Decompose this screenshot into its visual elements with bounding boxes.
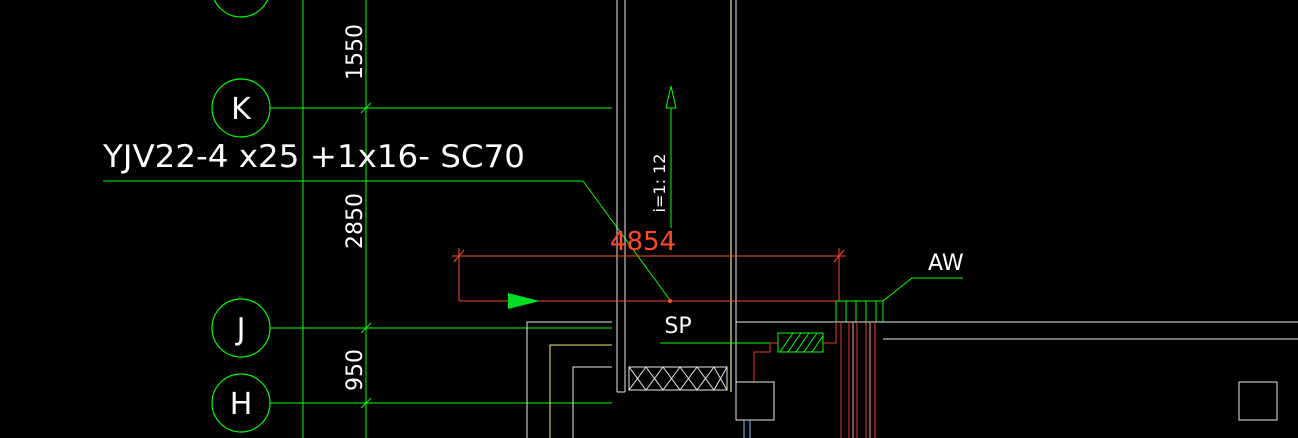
right-horizontal-lines [736,321,1298,340]
sump-label: SP [664,314,691,339]
cable-spec-label: YJV22-4 x25 +1x16- SC70 [102,139,525,175]
dimension-ticks [360,102,372,409]
dimension-1550: 1550 [343,24,368,80]
conduit-runs-left [526,321,612,438]
cross-hatch-block [628,366,728,391]
grid-bubble-j: J [211,298,612,358]
panel-label: AW [928,251,964,276]
slope-arrow [665,85,677,228]
flow-direction-arrow [508,293,540,309]
dimension-950: 950 [343,349,368,391]
grid-bubble-h: H [211,373,612,433]
aw-panel [835,277,963,323]
leader-end-point [668,299,672,303]
grid-label-j: J [235,312,246,347]
slope-note: i=1: 12 [650,154,669,213]
dimension-2850: 2850 [343,193,368,249]
cable-spec-leader [103,180,671,301]
pink-cables [852,322,871,438]
grid-label-e: E [232,0,251,8]
red-cables [840,322,876,438]
bottom-right-square [1238,381,1278,421]
dimension-4854: 4854 [610,227,676,257]
shaft-walls [616,0,737,393]
grid-label-k: K [231,92,252,127]
grid-label-h: H [230,387,253,422]
grid-bubble-k: K [211,78,612,138]
grid-bubble-e: E [213,0,269,18]
horizontal-dimension [452,248,846,302]
hatched-device [753,322,837,382]
junction-box [735,381,775,438]
